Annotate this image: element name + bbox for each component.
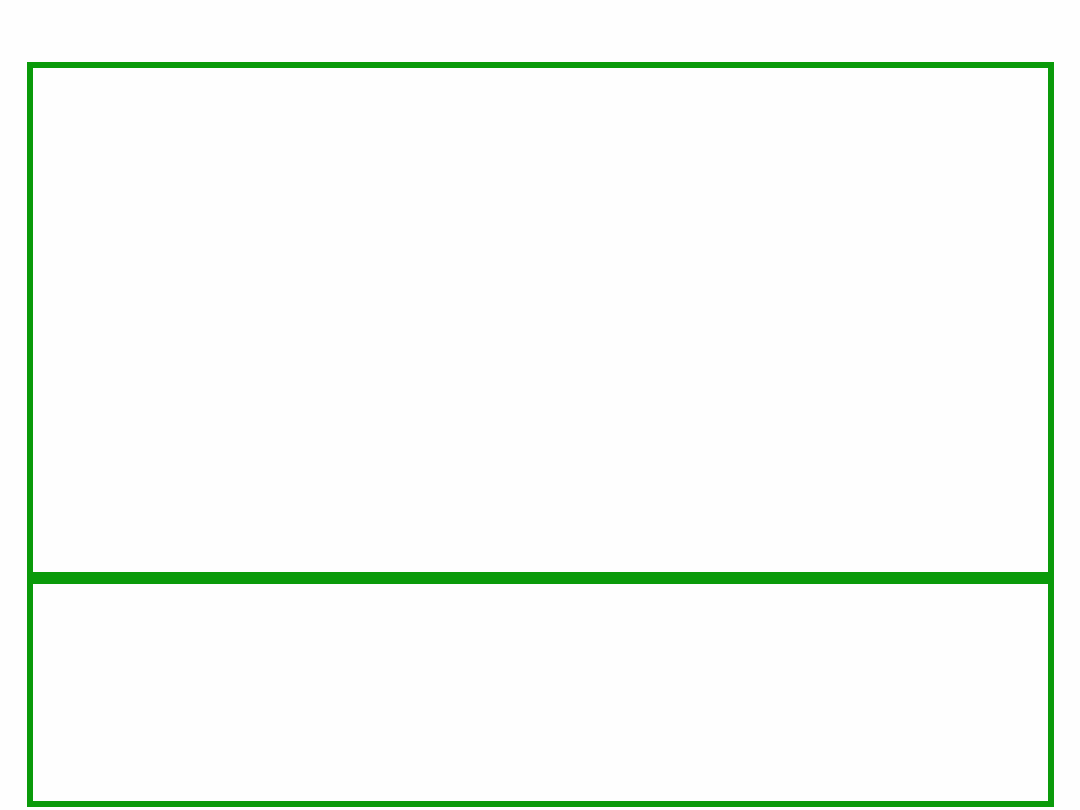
lower-frame-panel bbox=[27, 578, 1054, 807]
upper-frame-panel bbox=[27, 62, 1054, 578]
